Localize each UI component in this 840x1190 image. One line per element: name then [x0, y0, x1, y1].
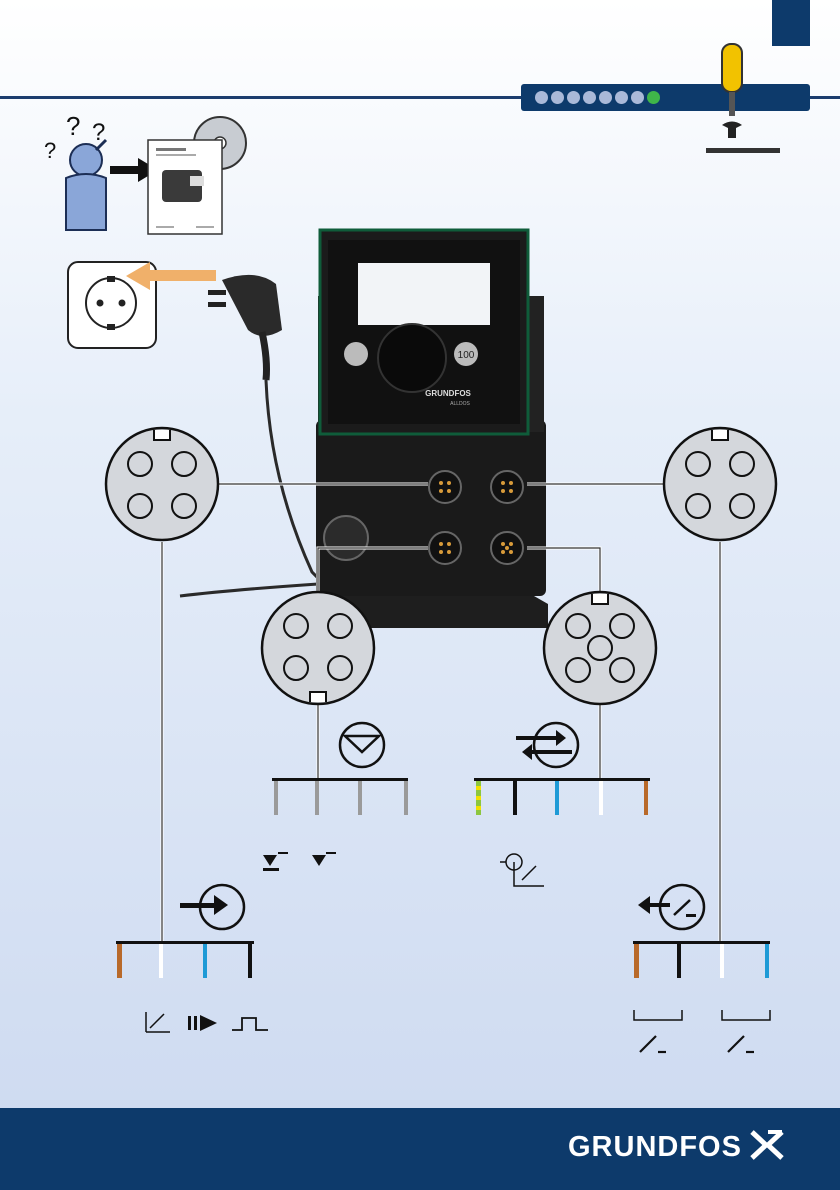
grundfos-logo: GRUNDFOS [568, 1131, 742, 1164]
connector-face-input [106, 428, 218, 540]
bus-wires [474, 778, 650, 815]
connector-face-relay [664, 428, 776, 540]
relay-wires [633, 941, 770, 978]
manual-icon [148, 140, 222, 234]
relay-contact-icons [634, 1010, 770, 1052]
pump-unit: 100 GRUNDFOS ALLDOS [316, 230, 548, 628]
control-wheel[interactable] [378, 324, 446, 392]
pump-sublabel: ALLDOS [450, 401, 470, 407]
input-icon [180, 885, 244, 929]
grundfos-logo-icon [748, 1128, 786, 1162]
bus-icon [516, 723, 578, 767]
pulse-icon [232, 1018, 268, 1030]
connector-face-level [262, 592, 374, 704]
analog-icon [146, 1012, 170, 1032]
screwdriver-icon [706, 44, 780, 153]
question-person-icon: ? ? ? [44, 111, 106, 230]
svg-text:?: ? [66, 111, 80, 141]
relay-icon [638, 885, 704, 929]
svg-text:?: ? [44, 138, 56, 163]
connector-face-bus [544, 592, 656, 704]
level-switch-icons [263, 852, 336, 871]
bus-signal-icon [500, 854, 544, 886]
level-icon [340, 723, 384, 767]
key-100-label: 100 [458, 350, 475, 361]
input-wires [116, 941, 254, 978]
level-wires [272, 778, 408, 815]
wiring-illustration: ? ? ? [0, 0, 840, 1108]
start-stop-icon [188, 1015, 217, 1031]
start-stop-key[interactable] [344, 342, 368, 366]
pump-display [358, 263, 490, 325]
pump-logo: GRUNDFOS [425, 389, 471, 398]
